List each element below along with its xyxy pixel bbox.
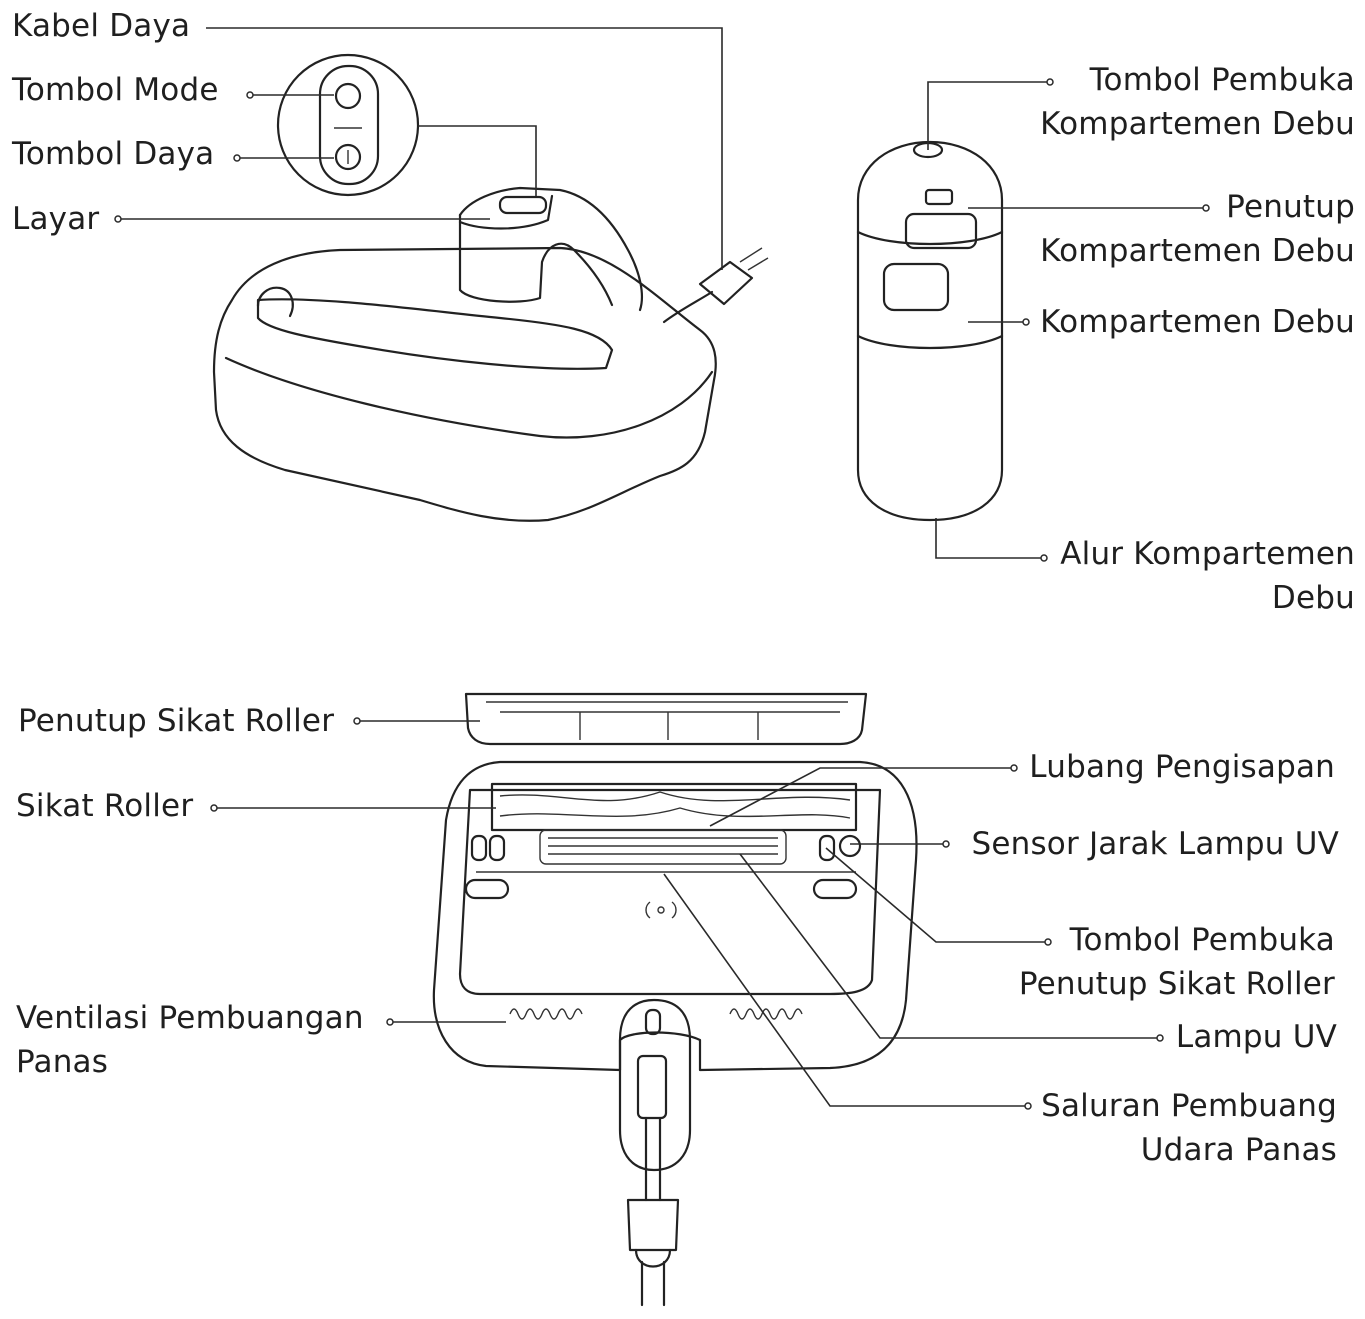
leader-lines bbox=[114, 27, 1210, 1110]
label-ventilasi: Ventilasi Pembuangan Panas bbox=[16, 1000, 364, 1080]
vacuum-base-drawing bbox=[212, 53, 769, 522]
label-lubang-pengisapan: Lubang Pengisapan bbox=[1029, 749, 1335, 785]
label-lampu-uv: Lampu UV bbox=[1175, 1019, 1337, 1055]
label-tombol-mode: Tombol Mode bbox=[12, 72, 219, 108]
label-sikat-roller: Sikat Roller bbox=[16, 788, 194, 824]
label-tombol-pembuka-kompartemen: Tombol Pembuka Kompartemen Debu bbox=[1040, 62, 1355, 142]
label-kabel-daya: Kabel Daya bbox=[12, 8, 191, 44]
label-penutup-sikat-roller: Penutup Sikat Roller bbox=[18, 703, 335, 739]
label-tombol-pembuka-penutup: Tombol Pembuka Penutup Sikat Roller bbox=[1018, 922, 1335, 1002]
label-kompartemen-debu: Kompartemen Debu bbox=[1040, 304, 1355, 340]
label-saluran-pembuang: Saluran Pembuang Udara Panas bbox=[1041, 1088, 1337, 1168]
label-tombol-daya: Tombol Daya bbox=[12, 136, 215, 172]
underside-drawing bbox=[432, 692, 918, 1307]
label-penutup-kompartemen: Penutup Kompartemen Debu bbox=[1040, 189, 1355, 269]
label-layar: Layar bbox=[12, 201, 100, 237]
label-alur-kompartemen: Alur Kompartemen Debu bbox=[1060, 536, 1355, 616]
dust-compartment-drawing bbox=[856, 140, 1004, 522]
label-sensor-jarak: Sensor Jarak Lampu UV bbox=[971, 826, 1339, 862]
